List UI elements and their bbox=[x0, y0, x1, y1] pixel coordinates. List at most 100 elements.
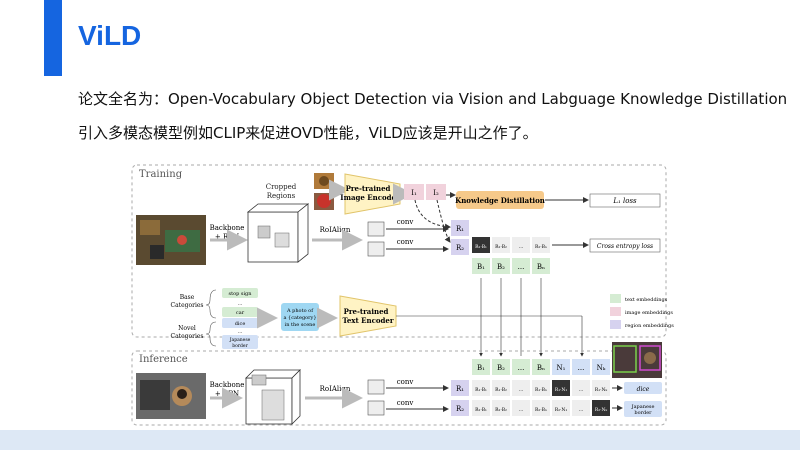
svg-text:in the scene: in the scene bbox=[285, 322, 316, 328]
inference-r2-products: R₂·B₁ R₂·B₂ ... R₂·Bₙ R₂·N₁ ... R₂·Nₖ bbox=[472, 400, 610, 416]
footer-band bbox=[0, 430, 800, 450]
svg-text:R₂·Nₖ: R₂·Nₖ bbox=[595, 407, 608, 413]
svg-text:dice: dice bbox=[637, 386, 650, 393]
category-japanese-border bbox=[222, 335, 258, 349]
category-car bbox=[222, 307, 258, 317]
svg-text:Knowledge Distillation: Knowledge Distillation bbox=[455, 196, 545, 205]
training-label: Training bbox=[139, 169, 183, 180]
legend-region-embeddings: region embeddings bbox=[625, 323, 674, 329]
svg-text:conv: conv bbox=[397, 399, 414, 407]
svg-text:B₁: B₁ bbox=[477, 263, 485, 271]
legend-image-embeddings: image embeddings bbox=[625, 310, 673, 316]
svg-text:A photo of: A photo of bbox=[286, 308, 314, 314]
paper-title-line: 论文全名为：Open-Vocabulary Object Detection v… bbox=[78, 90, 788, 108]
svg-text:R₂: R₂ bbox=[456, 405, 464, 413]
slide-title: ViLD bbox=[78, 20, 142, 51]
svg-text:R₁: R₁ bbox=[456, 225, 464, 233]
svg-text:R₂·Bₙ: R₂·Bₙ bbox=[535, 244, 547, 250]
svg-text:Categories: Categories bbox=[171, 302, 204, 309]
svg-text:Backbone: Backbone bbox=[210, 381, 245, 389]
image-embedding-i1 bbox=[404, 184, 424, 200]
svg-text:R₂·N₁: R₂·N₁ bbox=[555, 407, 568, 413]
svg-text:R₂·B₂: R₂·B₂ bbox=[495, 244, 507, 250]
feature-map-train bbox=[247, 211, 299, 263]
svg-text:border: border bbox=[634, 410, 652, 416]
legend-image-embeddings-swatch bbox=[610, 307, 621, 316]
inference-embeddings-row: B₁ B₂ ... Bₙ N₁ ... Nₖ bbox=[472, 359, 610, 375]
cross-entropy-loss-box bbox=[589, 238, 661, 253]
svg-text:...: ... bbox=[519, 387, 524, 393]
svg-text:Bₙ: Bₙ bbox=[537, 263, 545, 271]
svg-text:B₁: B₁ bbox=[477, 364, 485, 372]
accent-bar bbox=[44, 0, 62, 76]
svg-text:R₁·B₂: R₁·B₂ bbox=[495, 387, 507, 393]
training-panel bbox=[131, 164, 667, 338]
novel-categories-label: Novel bbox=[178, 325, 196, 332]
svg-text:conv: conv bbox=[397, 238, 414, 246]
knowledge-distillation-box bbox=[456, 191, 544, 209]
svg-text:R₁·Bₙ: R₁·Bₙ bbox=[535, 387, 547, 393]
svg-text:B₂: B₂ bbox=[497, 364, 505, 372]
svg-text:Pre-trained: Pre-trained bbox=[346, 184, 391, 193]
roialign-label-train: RoIAlign bbox=[320, 226, 351, 234]
svg-text:R₁: R₁ bbox=[456, 385, 464, 393]
region-embedding-r1 bbox=[451, 220, 469, 236]
cropped-regions-label: Cropped bbox=[266, 183, 297, 191]
svg-text:Regions: Regions bbox=[267, 192, 296, 200]
svg-text:R₂·B₂: R₂·B₂ bbox=[495, 407, 507, 413]
svg-text:...: ... bbox=[238, 301, 243, 307]
train-base-embeddings: B₁ B₂ ... Bₙ bbox=[472, 258, 550, 274]
svg-text:conv: conv bbox=[397, 218, 414, 226]
svg-text:Cross entropy loss: Cross entropy loss bbox=[597, 243, 653, 250]
svg-text:dice: dice bbox=[235, 321, 246, 327]
svg-text:...: ... bbox=[519, 407, 524, 413]
output-japanese-border bbox=[624, 401, 662, 417]
svg-text:Categories: Categories bbox=[171, 333, 204, 340]
legend-text-embeddings: text embeddings bbox=[625, 297, 668, 303]
output-dice bbox=[624, 382, 662, 394]
svg-text:R₁·Nₖ: R₁·Nₖ bbox=[595, 387, 608, 393]
roi-feature-1 bbox=[367, 221, 385, 237]
svg-text:border: border bbox=[232, 343, 248, 349]
svg-text:R₂·B₁: R₂·B₁ bbox=[475, 407, 487, 413]
svg-text:L₁ loss: L₁ loss bbox=[612, 197, 637, 205]
svg-text:Nₖ: Nₖ bbox=[597, 364, 606, 372]
svg-text:...: ... bbox=[578, 364, 585, 372]
svg-text:Text Encoder: Text Encoder bbox=[342, 316, 393, 325]
legend-region-embeddings-swatch bbox=[610, 320, 621, 329]
svg-text:I₁: I₁ bbox=[411, 189, 417, 197]
svg-text:R₁·N₁: R₁·N₁ bbox=[555, 387, 568, 393]
svg-text:Japanese: Japanese bbox=[229, 337, 251, 343]
inference-label: Inference bbox=[139, 354, 188, 365]
category-stop-sign bbox=[222, 288, 258, 298]
svg-text:R₂: R₂ bbox=[456, 244, 464, 252]
svg-text:stop sign: stop sign bbox=[229, 291, 253, 297]
svg-text:Bₙ: Bₙ bbox=[537, 364, 545, 372]
svg-text:Japanese: Japanese bbox=[631, 404, 655, 410]
backbone-label-train: Backbone bbox=[210, 224, 245, 232]
inference-r1-products: R₁·B₁ R₁·B₂ ... R₁·Bₙ R₁·N₁ ... R₁·Nₖ bbox=[472, 380, 610, 396]
svg-text:R₁·B₁: R₁·B₁ bbox=[475, 387, 487, 393]
summary-line: 引入多模态模型例如CLIP来促进OVD性能，ViLD应该是开山之作了。 bbox=[78, 124, 538, 142]
stop-sign-crop bbox=[317, 194, 331, 208]
svg-text:...: ... bbox=[238, 329, 243, 335]
svg-text:...: ... bbox=[519, 244, 524, 250]
svg-text:B₂: B₂ bbox=[497, 263, 505, 271]
svg-text:conv: conv bbox=[397, 378, 414, 386]
inference-panel bbox=[131, 350, 667, 426]
l1-loss-box bbox=[589, 193, 661, 208]
base-categories-label: Base bbox=[180, 294, 195, 301]
svg-text:...: ... bbox=[579, 387, 584, 393]
roi-feature-2 bbox=[367, 241, 385, 257]
svg-text:R₂·B₁: R₂·B₁ bbox=[475, 244, 487, 250]
svg-text:R₂·Bₙ: R₂·Bₙ bbox=[535, 407, 547, 413]
image-embedding-i2 bbox=[426, 184, 446, 200]
pretrained-text-encoder bbox=[339, 295, 397, 337]
prompt-template-box bbox=[281, 303, 319, 331]
svg-text:N₁: N₁ bbox=[557, 364, 566, 372]
svg-text:Pre-trained: Pre-trained bbox=[344, 307, 389, 316]
region-embedding-r2 bbox=[451, 239, 469, 255]
category-dice bbox=[222, 318, 258, 328]
svg-text:I₂: I₂ bbox=[433, 189, 439, 197]
